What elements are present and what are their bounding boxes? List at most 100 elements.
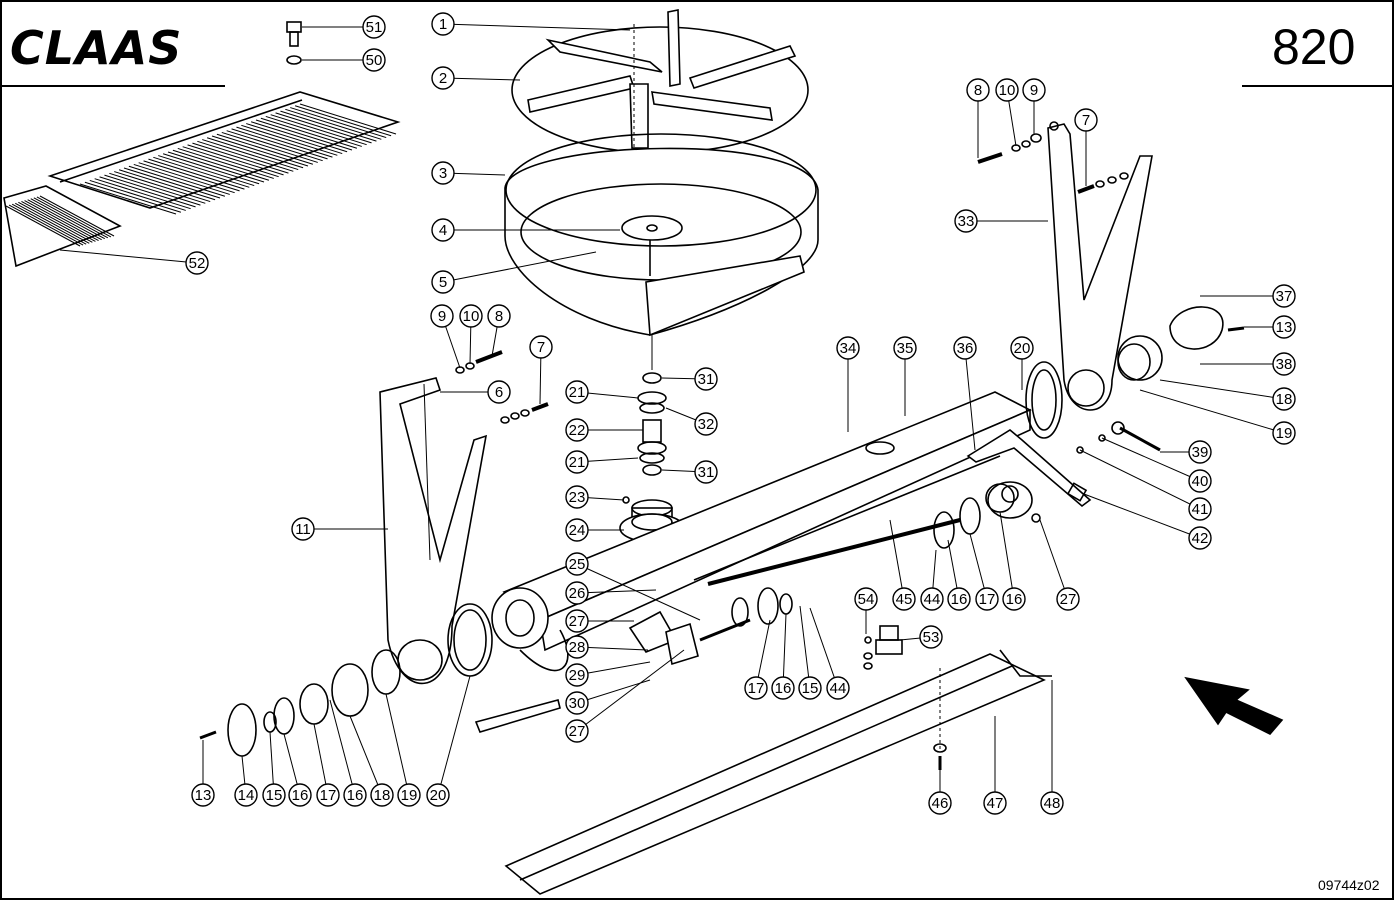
callout-circle [1040, 791, 1064, 815]
comb-tine [226, 130, 323, 162]
leader-lines [59, 23, 1285, 803]
callout-36: 36 [953, 336, 977, 360]
leader-line [576, 649, 685, 732]
callout-15: 15 [798, 676, 822, 700]
callout-circle [565, 518, 589, 542]
comb-tine [21, 201, 96, 242]
leader-line [437, 675, 471, 796]
callout-number: 22 [569, 422, 586, 439]
comb-tine [33, 197, 109, 239]
comb-tine [15, 202, 90, 244]
comb-tine [114, 171, 211, 203]
comb-tine [246, 123, 343, 155]
callout-16: 16 [343, 783, 367, 807]
bolt-set-7-left [500, 402, 549, 424]
left-side-plate-part [379, 377, 493, 685]
callout-number: 16 [347, 787, 364, 804]
callout-number: 18 [1276, 391, 1293, 408]
leader-line [442, 23, 631, 31]
callout-16: 16 [288, 783, 312, 807]
callout-number: 37 [1276, 288, 1293, 305]
callout-number: 27 [1060, 591, 1077, 608]
callout-34: 34 [836, 336, 860, 360]
comb-tine [231, 128, 328, 160]
leader-line [1079, 449, 1201, 510]
callout-number: 2 [439, 70, 447, 87]
leader-line [349, 715, 383, 796]
callout-circle [565, 450, 589, 474]
callout-13: 13 [1272, 315, 1296, 339]
callout-circle [487, 304, 511, 328]
callout-circle [191, 783, 215, 807]
callout-number: 1 [439, 16, 447, 33]
callout-17: 17 [975, 587, 999, 611]
callout-circle [1188, 526, 1212, 550]
callout-number: 33 [958, 213, 975, 230]
parts-group [3, 9, 1284, 895]
callout-18: 18 [370, 783, 394, 807]
callout-circle [1188, 497, 1212, 521]
callout-13: 13 [191, 783, 215, 807]
callout-number: 45 [896, 591, 913, 608]
comb-tine [109, 172, 206, 204]
callout-8: 8 [966, 78, 990, 102]
callout-22: 22 [565, 418, 589, 442]
comb-tine [192, 142, 289, 174]
callout-20: 20 [1010, 336, 1034, 360]
bolt-set-7-right [1077, 172, 1129, 194]
callout-number: 23 [569, 489, 586, 506]
callout-25: 25 [565, 552, 589, 576]
comb-tine [104, 174, 201, 206]
callout-51: 51 [362, 15, 386, 39]
leader-line [442, 77, 521, 81]
left-shaft-part [474, 610, 751, 733]
callout-number: 46 [932, 795, 949, 812]
comb-tine [36, 196, 112, 238]
callout-circle [694, 412, 718, 436]
callout-number: 17 [748, 680, 765, 697]
callout-18: 18 [1272, 387, 1296, 411]
callout-circle [426, 783, 450, 807]
callout-circle [836, 336, 860, 360]
right-gear-part [987, 481, 1041, 523]
callout-circle [1272, 387, 1296, 411]
callout-number: 34 [840, 340, 857, 357]
callout-number: 18 [374, 787, 391, 804]
callout-35: 35 [893, 336, 917, 360]
bracket-53-part [863, 625, 903, 670]
comb-tine [285, 108, 382, 140]
callout-circle [362, 15, 386, 39]
callout-number: 41 [1192, 501, 1209, 518]
callout-44: 44 [920, 587, 944, 611]
callout-number: 17 [979, 591, 996, 608]
callout-circle [288, 783, 312, 807]
callout-circle [565, 485, 589, 509]
callout-11: 11 [291, 517, 315, 541]
comb-tine [138, 162, 235, 194]
callout-circle [316, 783, 340, 807]
comb-tine [39, 195, 115, 237]
callout-number: 14 [238, 787, 255, 804]
callout-circle [565, 609, 589, 633]
callout-9: 9 [1022, 78, 1046, 102]
comb-tine [187, 144, 284, 176]
callout-circle [431, 161, 455, 185]
comb-tine [260, 117, 358, 149]
callout-number: 19 [1276, 425, 1293, 442]
comb-tine [290, 107, 387, 139]
callout-6: 6 [487, 380, 511, 404]
comb-tine [221, 131, 318, 163]
callout-number: 48 [1044, 795, 1061, 812]
callout-circle [343, 783, 367, 807]
comb-tine [153, 156, 250, 188]
right-drive-shaft-part [707, 483, 1019, 627]
callout-circle [1272, 315, 1296, 339]
callout-number: 40 [1192, 473, 1209, 490]
callout-circle [744, 676, 768, 700]
callout-number: 26 [569, 585, 586, 602]
comb-tine [294, 105, 392, 137]
callout-number: 11 [295, 521, 311, 538]
comb-tine [206, 137, 304, 169]
comb-tine [133, 163, 230, 195]
callout-circle [1272, 421, 1296, 445]
